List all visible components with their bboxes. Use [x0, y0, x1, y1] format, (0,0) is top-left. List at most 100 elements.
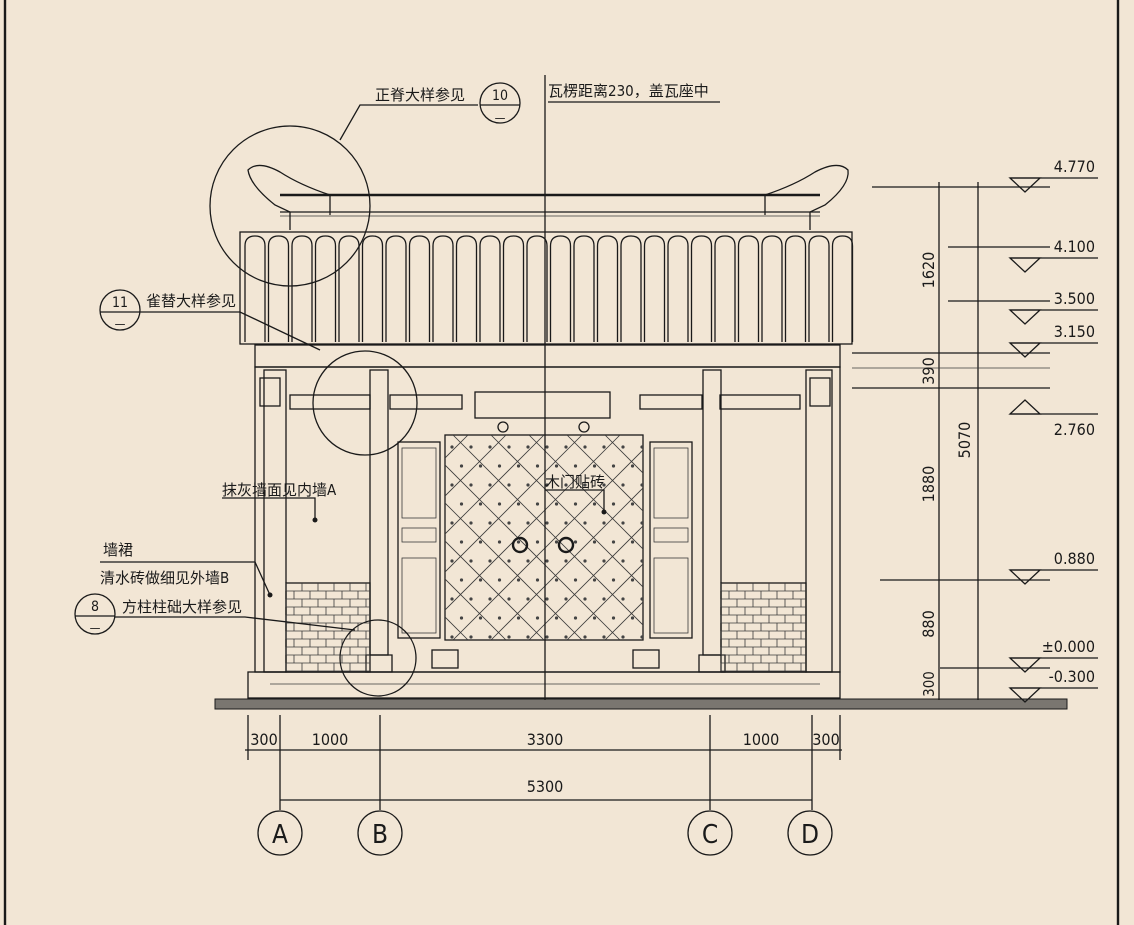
lantern-left	[259, 377, 281, 407]
roof-tile	[479, 235, 501, 342]
roof-tile	[784, 235, 807, 342]
roof-tile	[432, 235, 454, 342]
svg-text:1000: 1000	[743, 730, 780, 749]
roof-tile	[338, 235, 360, 342]
svg-text:1000: 1000	[312, 730, 349, 749]
level-label: 0.880	[1054, 549, 1095, 568]
level-label: 2.760	[1054, 420, 1095, 439]
vertical-dimensions: 1620 390 1880 880 300 5070	[852, 182, 1050, 700]
svg-text:5300: 5300	[527, 777, 564, 796]
horizontal-dimensions: 300 1000 3300 1000 300 5300	[245, 715, 842, 810]
roof-tile	[549, 235, 572, 342]
main-ridge	[247, 164, 849, 230]
svg-text:—: —	[90, 621, 101, 635]
callout-wall-skirt: 墙裙 清水砖做细见外墙B	[100, 541, 273, 598]
roof-tile	[267, 235, 290, 342]
level-symbol-icon	[1008, 342, 1042, 358]
callout-door-tile: 木门贴砖	[545, 473, 607, 515]
roof-tile	[737, 235, 760, 342]
level-symbol-icon	[1008, 309, 1042, 325]
roof-tile	[714, 235, 736, 342]
callout-bracket: 11 — 雀替大样参见	[99, 289, 418, 456]
svg-text:10: 10	[492, 88, 508, 104]
level-symbol-icon	[1008, 657, 1042, 673]
level-symbol-icon	[1008, 257, 1042, 273]
level-label: 3.500	[1054, 289, 1095, 308]
level-marks: 4.7704.1003.5003.1502.7600.880±0.000-0.3…	[1008, 157, 1098, 703]
ridge-ornament-left	[247, 164, 331, 230]
ground-line	[214, 698, 1068, 710]
brick-panel	[285, 582, 371, 673]
door-pin-left	[497, 421, 509, 433]
svg-text:A: A	[272, 820, 288, 850]
door-knocker-right	[557, 536, 575, 554]
svg-text:390: 390	[919, 357, 938, 384]
brick-wall-skirt	[285, 582, 807, 673]
roof-tile	[690, 235, 713, 342]
svg-text:11: 11	[112, 295, 128, 311]
roof-tile	[643, 235, 666, 342]
side-panel-left	[397, 441, 441, 639]
main-door	[401, 434, 689, 641]
roof-tile	[831, 235, 854, 342]
svg-text:B: B	[372, 820, 388, 850]
door-step-right	[632, 649, 660, 669]
roof-tile	[761, 235, 783, 342]
roof-tile	[244, 235, 266, 342]
door-pin-right	[578, 421, 590, 433]
door-knocker-left	[511, 536, 529, 554]
columns	[263, 369, 833, 673]
bracket-left	[289, 394, 371, 410]
callout-plaster-wall: 抹灰墙面见内墙A	[222, 481, 337, 523]
level-label: -0.300	[1049, 667, 1095, 686]
svg-text:8: 8	[91, 599, 99, 615]
svg-text:300: 300	[250, 730, 277, 749]
svg-text:5070: 5070	[955, 422, 974, 459]
svg-text:300: 300	[920, 671, 938, 697]
roof-tile	[361, 235, 384, 342]
svg-text:3300: 3300	[527, 730, 564, 749]
svg-text:C: C	[702, 820, 718, 850]
level-label: 4.770	[1054, 157, 1095, 176]
roof-tile	[596, 235, 619, 342]
svg-text:—: —	[115, 317, 126, 331]
svg-text:抹灰墙面见内墙A: 抹灰墙面见内墙A	[222, 481, 337, 499]
roof-tile	[291, 235, 313, 342]
level-symbol-icon	[1008, 399, 1042, 415]
svg-text:方柱柱础大样参见: 方柱柱础大样参见	[122, 598, 242, 616]
svg-text:墙裙: 墙裙	[103, 541, 133, 559]
roof-outline	[239, 231, 853, 345]
level-symbol-icon	[1008, 569, 1042, 585]
svg-text:D: D	[801, 820, 819, 850]
facade-outline	[254, 366, 841, 673]
roof-tile	[314, 235, 337, 342]
ridge-ornament-right	[764, 164, 849, 230]
roof-tile	[667, 235, 689, 342]
callout-tile-spacing: 瓦楞距离230，盖瓦座中	[548, 82, 720, 103]
level-symbol-icon	[1008, 177, 1042, 193]
roof-tile	[502, 235, 525, 342]
level-label: 4.100	[1054, 237, 1095, 256]
level-label: 3.150	[1054, 322, 1095, 341]
svg-text:雀替大样参见: 雀替大样参见	[146, 292, 236, 310]
side-panel-right	[649, 441, 693, 639]
door-step-left	[431, 649, 459, 669]
axis-markers: A B C D	[257, 810, 833, 856]
plinth	[247, 671, 841, 699]
callout-ridge: 正脊大样参见 10 —	[209, 82, 521, 287]
roof-tile	[808, 235, 830, 342]
bracket-center-left	[389, 394, 463, 410]
bracket-right-outer	[719, 394, 801, 410]
callout-column-base: 8 — 方柱柱础大样参见	[74, 593, 417, 697]
roof-tile	[620, 235, 642, 342]
lantern-right	[809, 377, 831, 407]
roof-tile	[385, 235, 407, 342]
svg-text:瓦楞距离230，盖瓦座中: 瓦楞距离230，盖瓦座中	[548, 82, 709, 100]
svg-text:300: 300	[812, 730, 839, 749]
roof-tile	[526, 235, 548, 342]
svg-text:清水砖做细见外墙B: 清水砖做细见外墙B	[100, 569, 229, 587]
svg-text:880: 880	[919, 610, 938, 637]
svg-text:正脊大样参见: 正脊大样参见	[375, 86, 465, 104]
svg-text:1880: 1880	[919, 466, 938, 503]
